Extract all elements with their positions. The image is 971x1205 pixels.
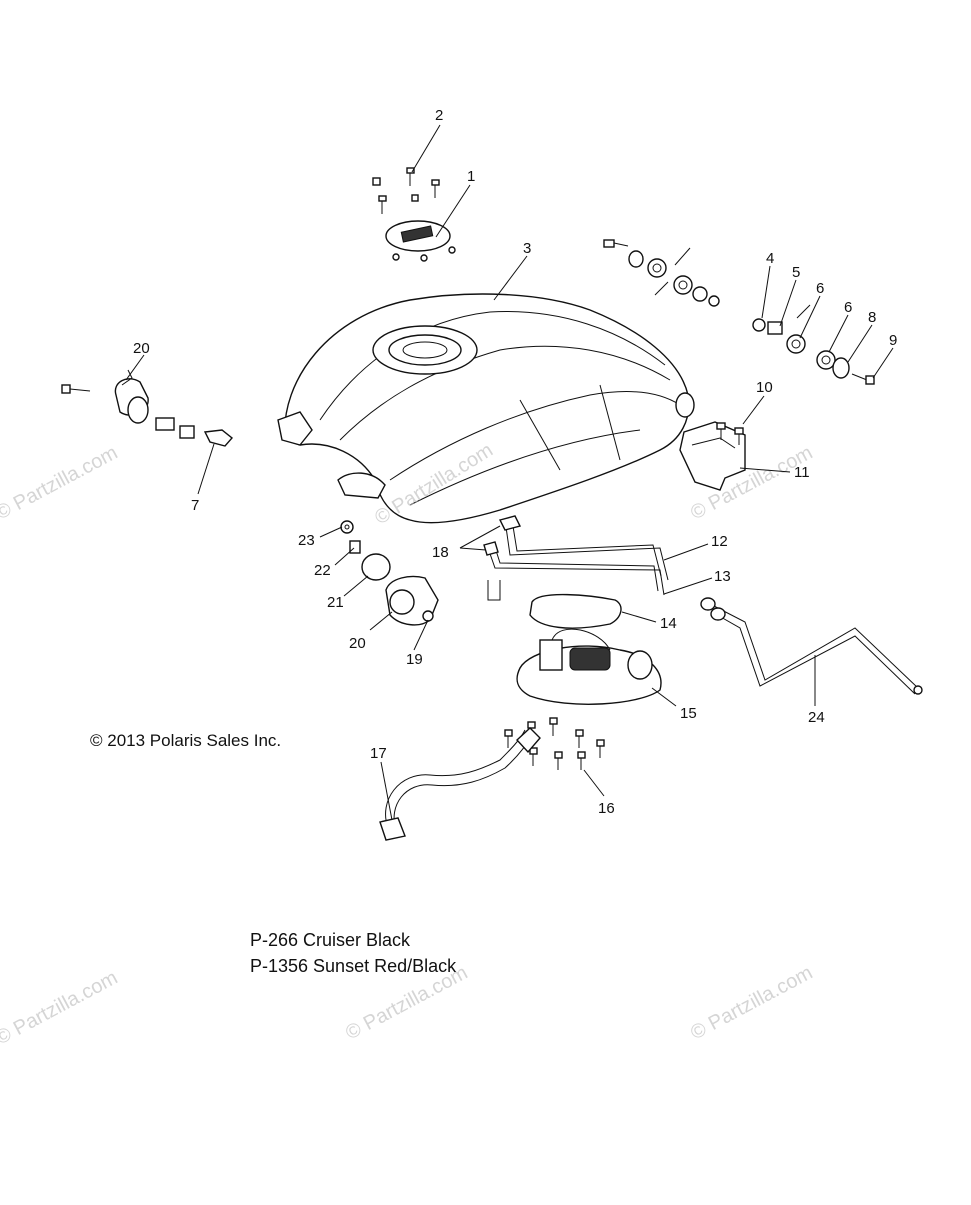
callout-16: 16 [598,800,615,817]
callout-9: 9 [889,332,897,349]
tank-bracket [679,421,746,491]
callout-24: 24 [808,709,825,726]
watermark-left-bottom: © Partzilla.com [0,967,121,1050]
mount-hardware-rear [752,304,875,385]
callout-15: 15 [680,705,697,722]
gasket [529,593,622,629]
callout-6b: 6 [844,299,852,316]
callout-12: 12 [711,533,728,550]
fuel-line [379,727,541,841]
callout-18: 18 [432,544,449,561]
callout-14: 14 [660,615,677,632]
copyright-notice: © 2013 Polaris Sales Inc. [90,731,281,750]
callout-13: 13 [714,568,731,585]
callout-2: 2 [435,107,443,124]
callout-17: 17 [370,745,387,762]
leader-lines [125,124,894,821]
color-note-2: P-1356 Sunset Red/Black [250,956,457,976]
fuel-pump-assembly [516,628,662,705]
callout-11: 11 [794,464,810,481]
callout-3: 3 [523,240,531,257]
callout-8: 8 [868,309,876,326]
callout-6a: 6 [816,280,824,297]
callout-19: 19 [406,651,423,668]
watermark-left-mid: © Partzilla.com [0,442,121,525]
watermark-right-bottom: © Partzilla.com [687,962,816,1045]
pump-screws [504,717,605,770]
color-note-1: P-266 Cruiser Black [250,930,411,950]
breather-tube [700,597,923,695]
lower-mount-assembly [340,520,439,626]
callout-22: 22 [314,562,331,579]
callout-20a: 20 [133,340,150,357]
mount-hardware-front [603,239,720,307]
callout-20b: 20 [349,635,366,652]
screw-set-top [372,167,440,214]
fuel-cap-assembly [372,167,456,262]
callout-labels: 2 1 3 4 5 6 6 8 9 10 11 12 13 14 15 24 1… [133,107,897,817]
fuel-tank: © Partzilla.com [277,293,695,529]
callout-1: 1 [467,168,475,185]
left-mount-assembly [61,369,234,447]
callout-5: 5 [792,264,800,281]
callout-21: 21 [327,594,344,611]
callout-23: 23 [298,532,315,549]
callout-4: 4 [766,250,774,267]
vent-hoses [483,515,669,601]
callout-10: 10 [756,379,773,396]
callout-7: 7 [191,497,199,514]
